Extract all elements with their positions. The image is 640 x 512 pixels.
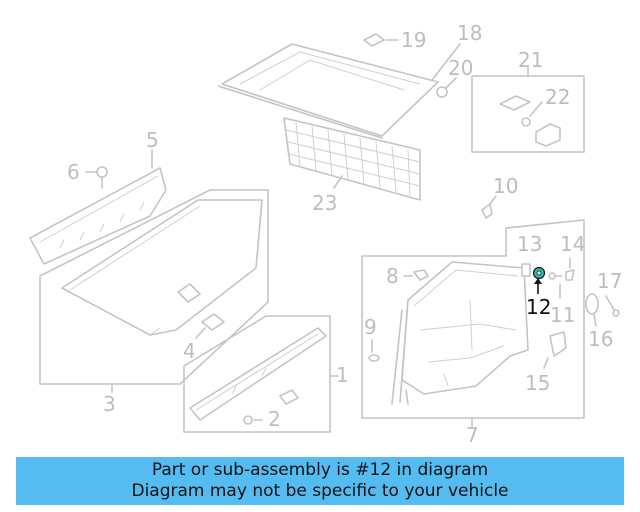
part-9 [368,339,380,362]
part-13 [521,263,531,277]
callout-22: 22 [545,85,570,109]
part-12-highlighted [532,266,546,294]
part-4 [195,313,225,339]
callout-13: 13 [517,232,542,256]
part-6-bolt [85,166,108,189]
callout-10: 10 [493,174,518,198]
part-8 [403,269,429,281]
info-banner: Part or sub-assembly is #12 in diagram D… [16,457,624,505]
callout-20: 20 [448,56,473,80]
part-group-7 [361,219,585,427]
callout-15: 15 [525,371,550,395]
callout-18: 18 [457,21,482,45]
part-group-21 [471,65,585,153]
callout-5: 5 [146,128,159,152]
banner-line-1: Part or sub-assembly is #12 in diagram [151,460,489,480]
callout-11: 11 [550,303,575,327]
part-14 [565,257,575,281]
callout-21: 21 [518,48,543,72]
part-10 [481,195,497,219]
part-5 [29,149,167,265]
parts-diagram: 3 4 5 6 1 2 18 19 [29,21,622,447]
callout-12: 12 [526,295,551,319]
callout-9: 9 [364,315,377,339]
part-group-1 [183,315,339,433]
part-20 [436,77,457,98]
callout-8: 8 [386,264,399,288]
part-19 [363,33,399,47]
callout-19: 19 [401,28,426,52]
callout-3: 3 [103,392,116,416]
part-11 [548,272,563,299]
banner-line-2: Diagram may not be specific to your vehi… [131,481,509,501]
callout-7: 7 [466,423,479,447]
callout-23: 23 [312,191,337,215]
callout-16: 16 [588,327,613,351]
part-group-3 [39,189,269,393]
part-23-cargo-net [283,117,421,201]
callout-4: 4 [183,339,196,363]
callout-6: 6 [67,160,80,184]
callout-17: 17 [597,269,622,293]
callout-14: 14 [560,232,585,256]
part-15 [543,331,567,369]
part-17 [605,295,620,317]
callout-1: 1 [336,363,349,387]
callout-2: 2 [268,407,281,431]
part-18-tonneau-cover [217,43,461,139]
part-16 [585,293,599,327]
